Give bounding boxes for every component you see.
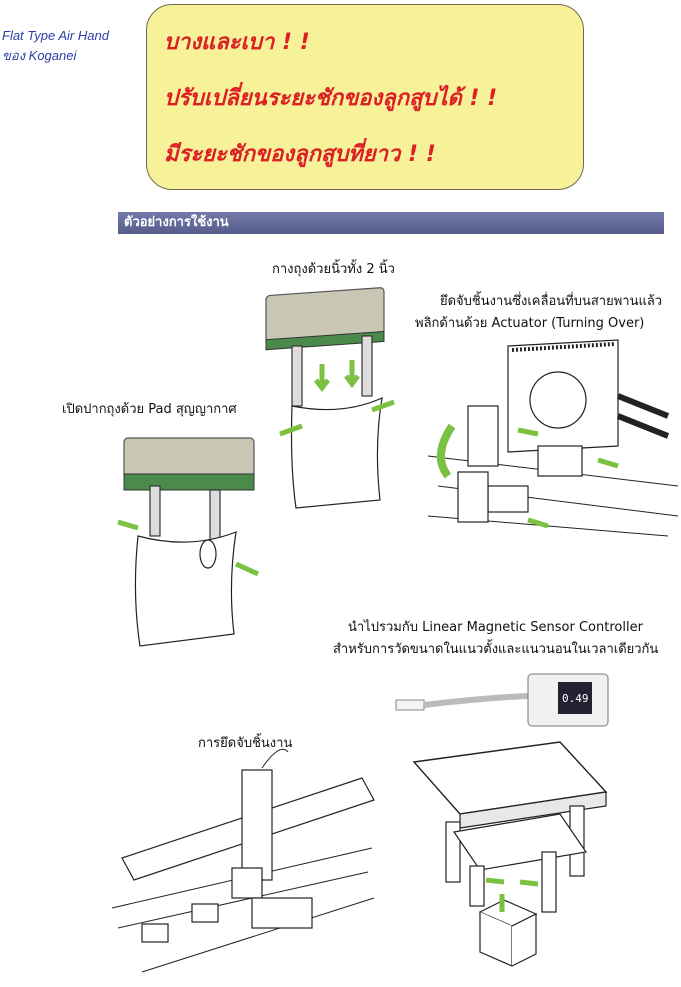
brand-line-2: ของ Koganei: [2, 48, 77, 63]
illustration-bag-vacuum-pad: [117, 437, 260, 647]
section-header: ตัวอย่างการใช้งาน: [118, 212, 664, 234]
illustration-conveyor-turnover: [427, 339, 679, 537]
illustration-gantry-gripping: [111, 748, 375, 973]
illustration-bag-two-fingers: [265, 287, 395, 509]
caption-bag-pad: เปิดปากถุงด้วย Pad สุญญากาศ: [62, 402, 237, 417]
headline-thin-light: บางและเบา ! !: [164, 30, 310, 55]
caption-sensor-line-2: สำหรับการวัดขนาดในแนวตั้งและแนวนอนในเวลา…: [333, 642, 659, 657]
brand-label: Flat Type Air Hand ของ Koganei: [2, 26, 152, 66]
sensor-display-readout: 0.49: [562, 692, 589, 705]
caption-conveyor-line-2: พลิกด้านด้วย Actuator (Turning Over): [415, 316, 645, 331]
caption-sensor-line-1: นำไปรวมกับ Linear Magnetic Sensor Contro…: [348, 620, 643, 635]
caption-gripping: การยึดจับชิ้นงาน: [198, 736, 293, 751]
caption-conveyor-line-1: ยึดจับชิ้นงานซึ่งเคลื่อนที่บนสายพานแล้ว: [440, 294, 663, 309]
feature-callout: [146, 4, 584, 190]
caption-bag-two-fingers: กางถุงด้วยนิ้วทั้ง 2 นิ้ว: [272, 262, 395, 277]
illustration-sensor-controller: [395, 673, 609, 727]
illustration-measurement: [412, 741, 608, 967]
brand-line-1: Flat Type Air Hand: [2, 28, 109, 43]
headline-adjustable-stroke: ปรับเปลี่ยนระยะชักของลูกสูบได้ ! !: [164, 86, 498, 111]
headline-long-stroke: มีระยะชักของลูกสูบที่ยาว ! !: [164, 142, 436, 167]
